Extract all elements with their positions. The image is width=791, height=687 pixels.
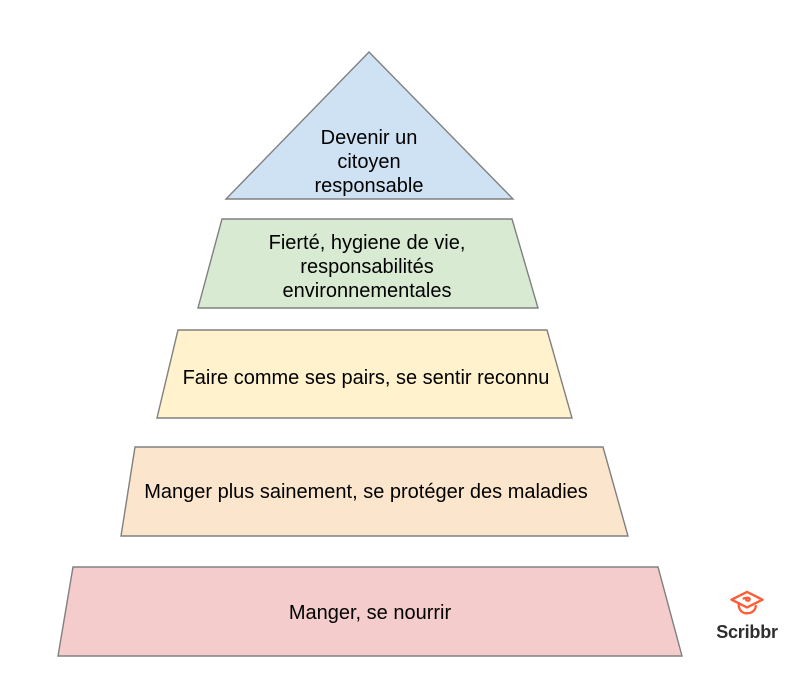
pyramid-level-1-shape [224, 50, 515, 200]
pyramid-level-4-label: Manger plus sainement, se protéger des m… [144, 481, 588, 503]
pyramid-level-2-shape [197, 218, 539, 309]
graduation-cap-icon [730, 590, 764, 615]
pyramid-level-3-label: Faire comme ses pairs, se sentir reconnu [182, 367, 550, 389]
pyramid-level-3-shape [156, 329, 573, 419]
pyramid-level-2-label: Fierté, hygiene de vie, responsabilités … [268, 232, 466, 302]
scribbr-logo-text: Scribbr [716, 622, 778, 642]
pyramid-level-5-label: Manger, se nourrir [288, 602, 452, 624]
pyramid-level-5-shape [57, 566, 683, 657]
pyramid-level-4-shape [120, 446, 629, 537]
scribbr-logo: Scribbr [706, 590, 788, 643]
pyramid-level-1-label: Devenir un citoyen responsable [314, 127, 424, 197]
